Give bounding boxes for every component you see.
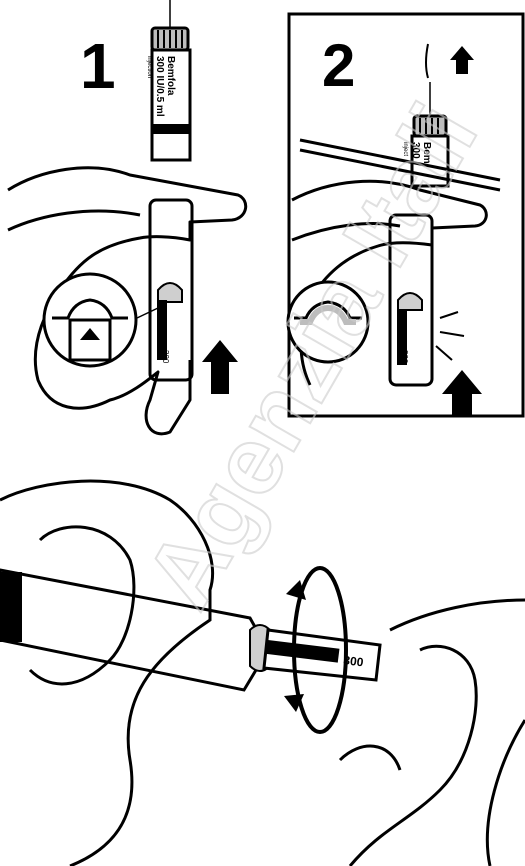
- step-1-number: 1: [80, 30, 116, 102]
- step-1-zoom-bubble: [44, 274, 158, 366]
- step-2-scale-label: 300: [400, 350, 409, 364]
- bottom-right-hand: [340, 600, 525, 866]
- step-1-pen-dose: 300 IU/0.5 ml: [154, 56, 165, 117]
- step-1-pen-cap: [152, 28, 188, 50]
- step-1-scale-label: 300: [161, 350, 170, 364]
- step-1-pen-small: injection: [146, 56, 152, 78]
- step-1-panel: 1 Bemfola 300 IU/0.5 ml injection 300: [8, 0, 246, 434]
- step-2-number: 2: [322, 32, 355, 99]
- step-1-pen-brand: Bemfola: [165, 56, 176, 96]
